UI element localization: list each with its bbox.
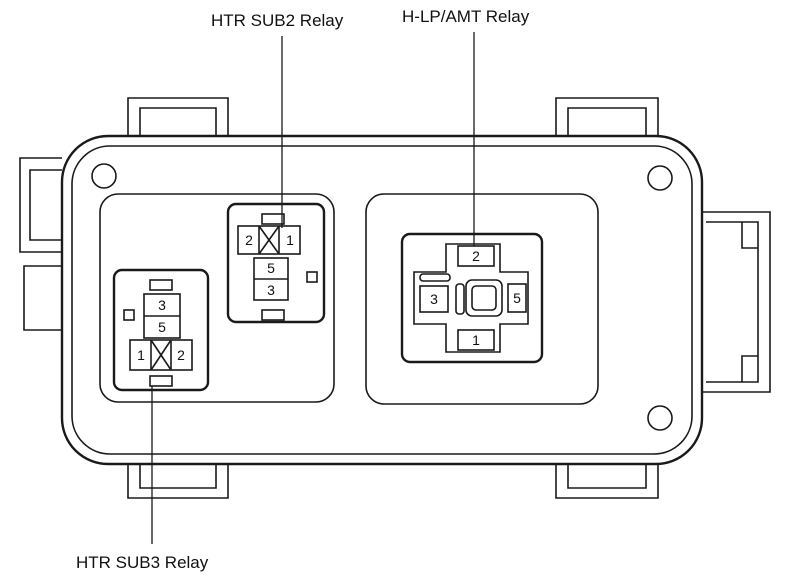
hlp-amt-relay-socket[interactable]: 2 3 5 1	[400, 232, 544, 364]
htr-sub3-pin-3: 3	[158, 297, 166, 313]
htr-sub3-pin-2: 2	[177, 347, 185, 363]
hlp-amt-relay-label: H-LP/AMT Relay	[402, 7, 530, 26]
bottom-left-tab	[127, 462, 229, 499]
top-left-tab	[127, 97, 229, 140]
mount-hole-bottom-right	[647, 405, 673, 431]
right-relay-recess	[365, 193, 599, 405]
hlp-amt-pin-2: 2	[472, 248, 480, 264]
htr-sub2-pin-3: 3	[267, 282, 275, 298]
hlp-amt-pin-3: 3	[430, 291, 438, 307]
htr-sub3-pin-5: 5	[158, 319, 166, 335]
htr-sub3-relay-label: HTR SUB3 Relay	[76, 553, 209, 572]
relay-block-housing	[60, 134, 704, 466]
left-relay-recess	[99, 193, 335, 403]
htr-sub2-relay-label: HTR SUB2 Relay	[211, 11, 344, 30]
hlp-amt-pin-5: 5	[513, 290, 521, 306]
bottom-right-tab	[555, 462, 659, 499]
htr-sub3-pin-1: 1	[137, 347, 145, 363]
htr-sub2-pin-1: 1	[286, 232, 294, 248]
hlp-amt-pin-1: 1	[472, 332, 480, 348]
htr-sub2-pin-2: 2	[245, 232, 253, 248]
htr-sub3-relay-socket[interactable]: 3 5 1 2	[112, 268, 210, 392]
mount-hole-top-right	[647, 165, 673, 191]
htr-sub2-relay-socket[interactable]: 2 1 5 3	[226, 202, 326, 324]
right-side-connector	[698, 211, 771, 393]
relay-block-inner-outline	[71, 145, 693, 455]
top-right-tab	[555, 97, 659, 140]
left-side-clip	[19, 157, 62, 331]
mount-hole-top-left	[91, 163, 117, 189]
htr-sub2-pin-5: 5	[267, 260, 275, 276]
